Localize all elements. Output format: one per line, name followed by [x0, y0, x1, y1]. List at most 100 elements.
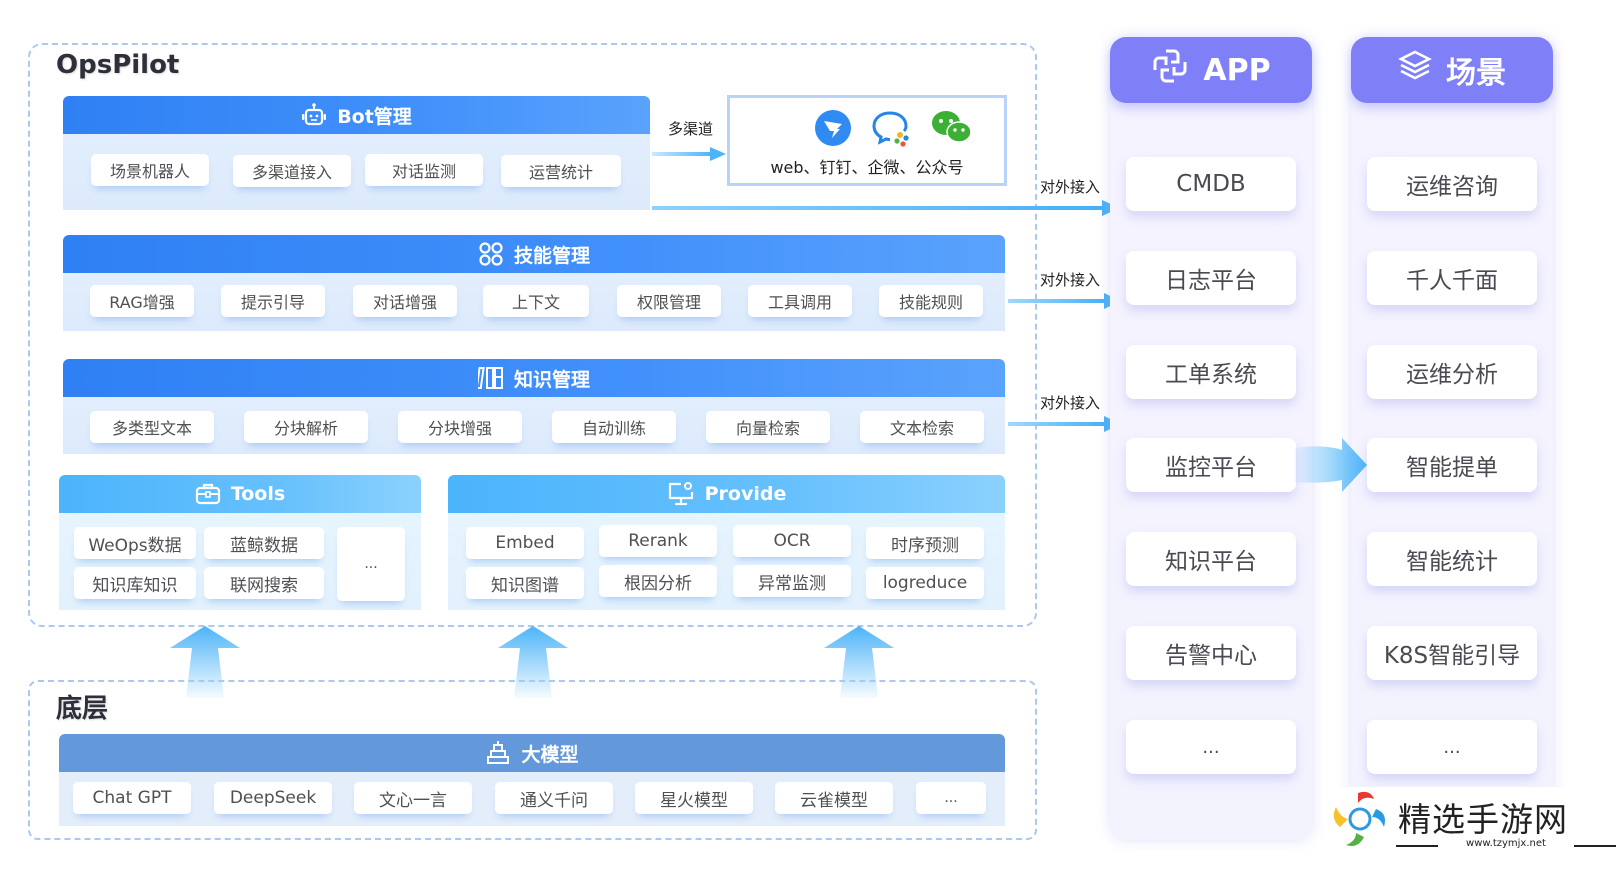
app-to-scene-arrow: [1294, 438, 1367, 492]
model-item[interactable]: Chat GPT: [73, 782, 191, 814]
models-header: 大模型: [59, 734, 1005, 772]
knowledge-section: 知识管理 多类型文本 分块解析 分块增强 自动训练 向量检索 文本检索: [63, 359, 1005, 454]
scene-item[interactable]: 运维分析: [1367, 345, 1537, 399]
app-item[interactable]: 告警中心: [1126, 626, 1296, 680]
base-frame: [28, 680, 1037, 840]
channel-arrow-label: 多渠道: [668, 120, 714, 138]
scene-column: 场景 运维咨询 千人千面 运维分析 智能提单 智能统计 K8S智能引导 ...: [1351, 37, 1553, 840]
scene-header: 场景: [1351, 37, 1553, 103]
knowledge-item[interactable]: 分块解析: [244, 411, 368, 443]
bot-item[interactable]: 场景机器人: [91, 154, 209, 186]
wechat-icon: [931, 109, 973, 152]
app-title: APP: [1203, 52, 1271, 88]
watermark: 精选手游网 www.tzymjx.net: [1330, 787, 1623, 882]
up-arrow-2: [498, 626, 568, 698]
model-item[interactable]: 通义千问: [495, 782, 613, 814]
model-item[interactable]: 星火模型: [635, 782, 753, 814]
knowledge-item[interactable]: 多类型文本: [90, 411, 214, 443]
app-item[interactable]: 监控平台: [1126, 438, 1296, 492]
models-title: 大模型: [521, 743, 579, 766]
skills-header: 技能管理: [63, 235, 1005, 273]
provide-item[interactable]: 根因分析: [599, 565, 717, 597]
opspilot-title: OpsPilot: [56, 50, 180, 80]
knowledge-item[interactable]: 文本检索: [860, 411, 984, 443]
bot-section: Bot管理 场景机器人 多渠道接入 对话监测 运营统计: [63, 96, 650, 210]
scene-item[interactable]: 智能提单: [1367, 438, 1537, 492]
scene-item[interactable]: K8S智能引导: [1367, 626, 1537, 680]
skill-item[interactable]: 权限管理: [617, 285, 721, 317]
app-item[interactable]: 知识平台: [1126, 532, 1296, 586]
external-label-2: 对外接入: [1040, 271, 1101, 289]
channel-text: web、钉钉、企微、公众号: [770, 158, 964, 177]
bot-title: Bot管理: [337, 105, 412, 128]
tool-item[interactable]: WeOps数据: [74, 527, 196, 559]
pyramid-icon: [485, 740, 511, 766]
provide-item[interactable]: Embed: [466, 527, 584, 559]
skill-item[interactable]: RAG增强: [90, 285, 194, 317]
robot-icon: [301, 103, 327, 127]
tools-header: Tools: [59, 475, 421, 513]
models-section: 大模型 Chat GPT DeepSeek 文心一言 通义千问 星火模型 云雀模…: [59, 734, 1005, 826]
tool-item[interactable]: 联网搜索: [204, 567, 324, 599]
skill-item[interactable]: 技能规则: [879, 285, 983, 317]
skills-external-arrow: [1008, 293, 1121, 309]
channel-box: web、钉钉、企微、公众号: [727, 95, 1007, 186]
knowledge-item[interactable]: 向量检索: [706, 411, 830, 443]
bot-header: Bot管理: [63, 96, 650, 134]
scene-item[interactable]: ...: [1367, 720, 1537, 774]
skills-title: 技能管理: [513, 244, 590, 267]
skill-item[interactable]: 对话增强: [353, 285, 457, 317]
model-item[interactable]: 文心一言: [354, 782, 472, 814]
knowledge-external-arrow: [1008, 416, 1121, 432]
provide-item[interactable]: logreduce: [866, 567, 984, 599]
app-item[interactable]: 工单系统: [1126, 345, 1296, 399]
app-item[interactable]: CMDB: [1126, 157, 1296, 211]
knowledge-header: 知识管理: [63, 359, 1005, 397]
bot-item[interactable]: 运营统计: [501, 155, 621, 187]
knowledge-body: [63, 397, 1005, 454]
app-item[interactable]: 日志平台: [1126, 251, 1296, 305]
provide-item[interactable]: 时序预测: [866, 527, 984, 559]
provide-item[interactable]: OCR: [733, 525, 851, 557]
provide-header: Provide: [448, 475, 1005, 513]
watermark-logo-icon: [1330, 789, 1392, 856]
link-icon: [1151, 47, 1189, 93]
provide-item[interactable]: 异常监测: [733, 565, 851, 597]
external-label-1: 对外接入: [1040, 178, 1101, 196]
knowledge-item[interactable]: 自动训练: [552, 411, 676, 443]
provide-title: Provide: [704, 483, 787, 505]
scene-item[interactable]: 智能统计: [1367, 532, 1537, 586]
scene-item[interactable]: 千人千面: [1367, 251, 1537, 305]
model-item[interactable]: DeepSeek: [214, 782, 332, 814]
tool-item-more[interactable]: ...: [337, 527, 405, 601]
bot-item[interactable]: 多渠道接入: [233, 155, 351, 187]
model-item[interactable]: 云雀模型: [775, 782, 893, 814]
model-item[interactable]: ...: [916, 782, 986, 814]
skill-item[interactable]: 提示引导: [221, 285, 325, 317]
skill-item[interactable]: 上下文: [483, 285, 589, 317]
app-column: APP CMDB 日志平台 工单系统 监控平台 知识平台 告警中心 ...: [1110, 37, 1312, 840]
monitor-icon: [667, 481, 695, 507]
scene-item[interactable]: 运维咨询: [1367, 157, 1537, 211]
bot-item[interactable]: 对话监测: [365, 154, 483, 186]
knowledge-title: 知识管理: [513, 368, 590, 391]
provide-item[interactable]: 知识图谱: [466, 567, 584, 599]
app-item[interactable]: ...: [1126, 720, 1296, 774]
app-header: APP: [1110, 37, 1312, 103]
provide-section: Provide Embed Rerank OCR 时序预测 知识图谱 根因分析 …: [448, 475, 1005, 610]
opspilot-frame: [28, 43, 1037, 627]
up-arrow-3: [824, 626, 894, 698]
tool-item[interactable]: 知识库知识: [74, 567, 196, 599]
watermark-name: 精选手游网: [1398, 800, 1568, 839]
books-icon: [477, 365, 504, 391]
tools-section: Tools WeOps数据 蓝鲸数据 知识库知识 联网搜索 ...: [59, 475, 421, 610]
tools-title: Tools: [230, 483, 286, 505]
external-label-3: 对外接入: [1040, 394, 1101, 412]
tool-item[interactable]: 蓝鲸数据: [204, 527, 324, 559]
knowledge-item[interactable]: 分块增强: [398, 411, 522, 443]
skills-section: 技能管理 RAG增强 提示引导 对话增强 上下文 权限管理 工具调用 技能规则: [63, 235, 1005, 331]
provide-item[interactable]: Rerank: [599, 525, 717, 557]
skill-item[interactable]: 工具调用: [748, 285, 852, 317]
scene-title: 场景: [1446, 56, 1506, 91]
watermark-url: www.tzymjx.net: [1396, 838, 1616, 849]
